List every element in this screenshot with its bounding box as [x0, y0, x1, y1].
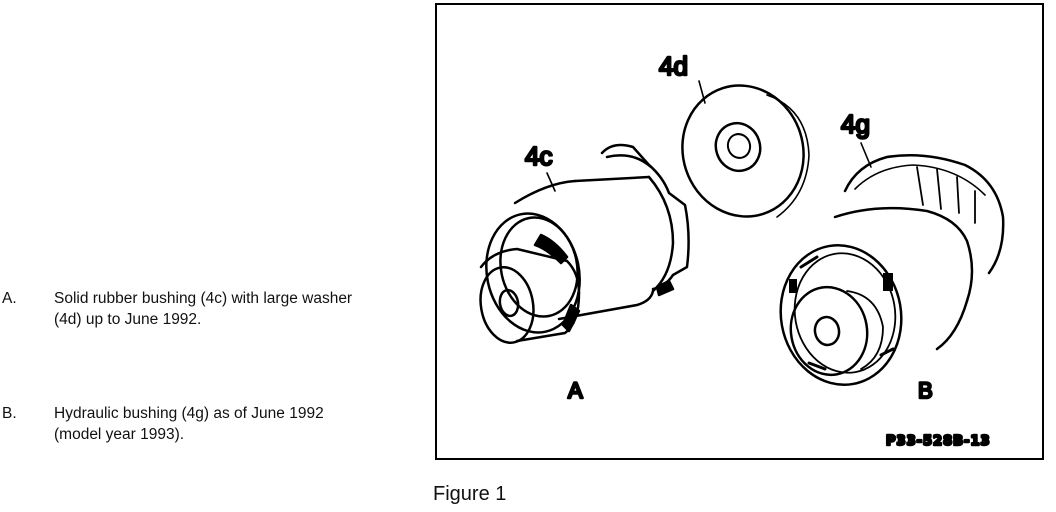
bushing-a-sleeve-top [479, 247, 581, 295]
bushing-b-flange-lip [854, 164, 986, 196]
bushing-a-flange-lip [605, 154, 653, 169]
bushing-a-rear-edge [647, 175, 675, 293]
bushing-b-slot-2 [883, 273, 893, 291]
part-label-a: A [568, 378, 583, 403]
bushing-a-flange [600, 143, 690, 291]
hydraulic-bushing-drawing [779, 142, 1005, 386]
bushing-a-recess-shadow [533, 233, 569, 265]
bushing-b-slots [799, 255, 895, 371]
bushing-b-top-edge [833, 206, 974, 303]
leader-4c [546, 172, 556, 192]
bushing-a-top-edge [573, 175, 651, 183]
bushing-b-core-side [846, 290, 884, 370]
bushing-a-flange-shadow [655, 279, 675, 297]
bushing-b-bore [813, 315, 841, 347]
legend-letter-a: A. [2, 290, 17, 307]
bushing-a-bore [498, 288, 520, 318]
bushing-b-rear-edge [935, 299, 969, 351]
legend-text-b: Hydraulic bushing (4g) as of June 1992 (… [54, 405, 324, 443]
legend: A. Solid rubber bushing (4c) with large … [0, 0, 420, 512]
washer-outer [681, 84, 805, 218]
bushing-b-flange [843, 153, 1005, 275]
leader-4d [698, 80, 706, 104]
callout-4g: 4g [841, 109, 870, 139]
legend-letter-b: B. [2, 405, 17, 422]
bushing-a-sleeve-end [479, 266, 535, 344]
bushing-a-recess-shadow-2 [561, 303, 581, 333]
large-washer-drawing [681, 80, 810, 218]
bushing-a-front-rim-inner [499, 216, 579, 318]
leader-4g [860, 142, 872, 168]
bushing-b-core [789, 285, 869, 377]
solid-rubber-bushing-drawing [479, 143, 690, 344]
figure-code: P33-528B-13 [886, 434, 991, 449]
washer-hole-outer [714, 121, 762, 173]
washer-hole [726, 133, 752, 159]
bushing-b-front-rim-inner [793, 252, 897, 374]
callout-4c: 4c [525, 141, 552, 171]
figure-caption: Figure 1 [433, 483, 507, 505]
bushing-a-top-curve [513, 179, 577, 205]
bushing-b-front-rim [779, 244, 903, 386]
bushing-illustration: 4c 4d 4g A B P33-528B-13 [479, 50, 1005, 450]
figure-frame: 4c 4d 4g A B P33-528B-13 [435, 3, 1044, 460]
callout-4d: 4d [659, 51, 688, 81]
part-label-b: B [918, 378, 933, 403]
legend-text-a: Solid rubber bushing (4c) with large was… [54, 290, 353, 328]
bushing-b-slot-1 [789, 279, 797, 293]
bushing-a-bottom-edge [557, 289, 655, 321]
bushing-b-ribs [916, 166, 976, 224]
washer-edge [766, 94, 810, 218]
